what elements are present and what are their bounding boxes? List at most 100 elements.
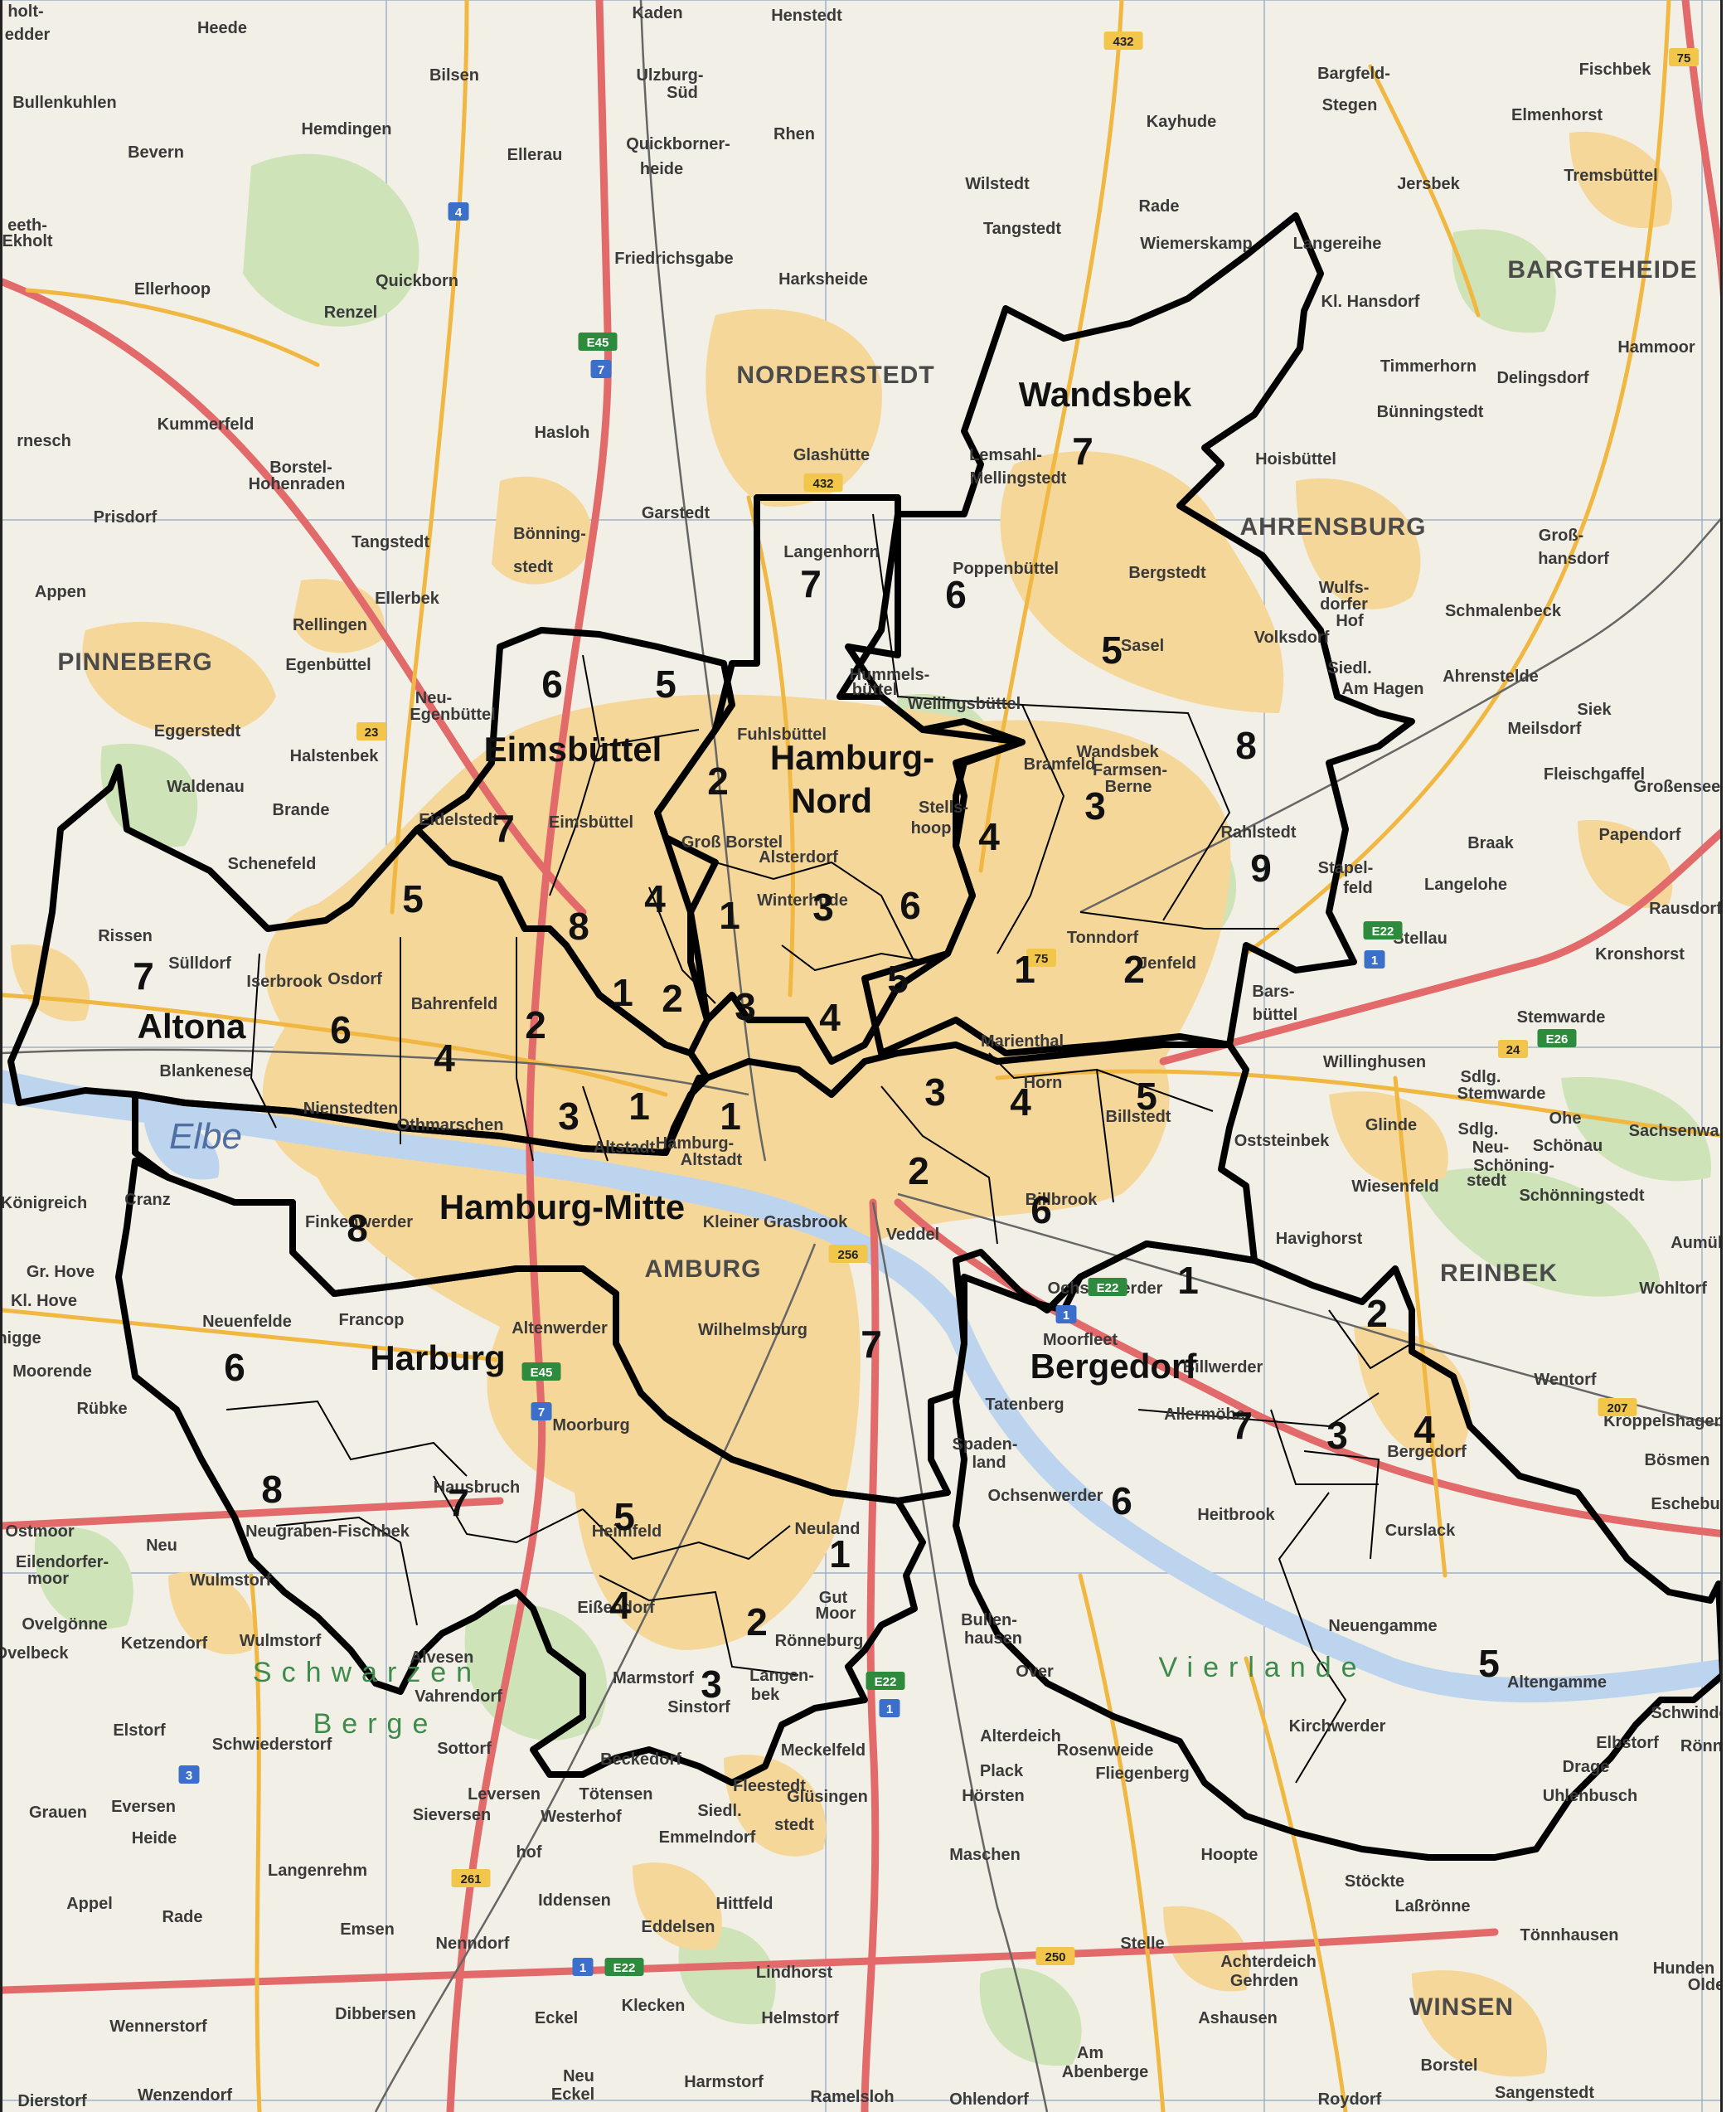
- subdistrict-number-7[interactable]: 7: [800, 562, 822, 605]
- place-label-abenberge: Abenberge: [1062, 2063, 1148, 2081]
- district-label-bergedorf[interactable]: Bergedorf: [1030, 1347, 1198, 1386]
- subdistrict-number-8[interactable]: 8: [261, 1468, 283, 1511]
- place-label-klecken: Klecken: [622, 1997, 686, 2015]
- place-label-neu: Neu: [563, 2067, 594, 2085]
- place-label-ellerhoop: Ellerhoop: [134, 280, 211, 299]
- subdistrict-number-1[interactable]: 1: [1014, 948, 1035, 991]
- place-label-bonning: Bönning-: [513, 525, 586, 543]
- subdistrict-number-3[interactable]: 3: [1084, 784, 1106, 828]
- place-label-hoop: hoop: [911, 819, 952, 838]
- subdistrict-number-6[interactable]: 6: [945, 573, 967, 616]
- road-number-label: 207: [1607, 1401, 1627, 1415]
- road-number-label: 23: [365, 726, 379, 740]
- place-label-marmstorf: Marmstorf: [613, 1669, 694, 1687]
- border-harburg: [115, 1158, 926, 1786]
- subdistrict-number-7[interactable]: 7: [1231, 1404, 1253, 1447]
- place-label-rosenweide: Rosenweide: [1057, 1741, 1154, 1760]
- district-label-altona[interactable]: Altona: [138, 1007, 246, 1046]
- subdistrict-number-6[interactable]: 6: [330, 1008, 352, 1051]
- subdistrict-number-3[interactable]: 3: [812, 886, 834, 929]
- district-label-hamburg[interactable]: Hamburg-: [770, 738, 934, 777]
- place-label-stedt: stedt: [1467, 1172, 1506, 1190]
- subdistrict-number-9[interactable]: 9: [1250, 847, 1272, 890]
- subdistrict-number-3[interactable]: 3: [558, 1095, 579, 1138]
- district-label-eimsbuttel[interactable]: Eimsbüttel: [484, 730, 662, 769]
- subdistrict-number-8[interactable]: 8: [1235, 724, 1257, 767]
- place-label-kayhude: Kayhude: [1147, 113, 1216, 131]
- place-label-stedt: stedt: [513, 558, 553, 576]
- road-shield-icon: [1498, 1040, 1528, 1058]
- place-label-moor: Moor: [816, 1605, 856, 1623]
- district-label-wandsbek[interactable]: Wandsbek: [1019, 375, 1192, 414]
- place-label-fleestedt: Fleestedt: [733, 1777, 806, 1795]
- subdistrict-number-6[interactable]: 6: [224, 1346, 245, 1389]
- edge-label-rnesch: rnesch: [17, 432, 71, 450]
- subdistrict-number-4[interactable]: 4: [644, 877, 666, 920]
- district-label-hamburg-mitte[interactable]: Hamburg-Mitte: [439, 1187, 685, 1226]
- place-label-jersbek: Jersbek: [1397, 175, 1460, 193]
- place-label-ronneburg: Rönneburg: [775, 1632, 864, 1650]
- subdistrict-number-8[interactable]: 8: [347, 1207, 368, 1250]
- subdistrict-number-4[interactable]: 4: [1010, 1080, 1031, 1124]
- subdistrict-number-2[interactable]: 2: [1123, 948, 1145, 991]
- place-label-hausen: hausen: [964, 1629, 1022, 1648]
- subdistrict-number-4[interactable]: 4: [978, 815, 1000, 858]
- subdistrict-number-4[interactable]: 4: [1414, 1408, 1435, 1451]
- subdistrict-number-2[interactable]: 2: [525, 1003, 546, 1046]
- subdistrict-number-2[interactable]: 2: [662, 977, 683, 1020]
- place-label-papendorf: Papendorf: [1599, 826, 1681, 844]
- subdistrict-number-4[interactable]: 4: [434, 1037, 455, 1080]
- subdistrict-number-1[interactable]: 1: [719, 894, 740, 937]
- subdistrict-number-3[interactable]: 3: [735, 985, 756, 1028]
- subdistrict-number-2[interactable]: 2: [746, 1600, 768, 1643]
- subdistrict-number-3[interactable]: 3: [924, 1071, 946, 1114]
- subdistrict-number-5[interactable]: 5: [887, 958, 909, 1001]
- subdistrict-number-2[interactable]: 2: [1366, 1292, 1388, 1335]
- road-number-labels: 432754E45743223E22124E26E221207E457E2212…: [178, 32, 1699, 1976]
- subdistrict-number-5[interactable]: 5: [402, 877, 424, 920]
- subdistrict-number-1[interactable]: 1: [628, 1085, 650, 1128]
- subdistrict-number-5[interactable]: 5: [1478, 1642, 1500, 1685]
- subdistrict-number-1[interactable]: 1: [612, 971, 633, 1014]
- place-label-francop: Francop: [339, 1311, 405, 1329]
- subdistrict-number-4[interactable]: 4: [609, 1584, 631, 1627]
- place-label-nenndorf: Nenndorf: [436, 1935, 510, 1953]
- district-label-nord[interactable]: Nord: [791, 781, 872, 820]
- subdistrict-number-3[interactable]: 3: [701, 1663, 722, 1706]
- subdistrict-number-2[interactable]: 2: [908, 1149, 929, 1192]
- subdistrict-number-6[interactable]: 6: [541, 663, 563, 706]
- subdistrict-number-1[interactable]: 1: [720, 1095, 741, 1138]
- place-label-wandsbek: Wandsbek: [1076, 743, 1159, 761]
- subdistrict-number-6[interactable]: 6: [1030, 1188, 1052, 1231]
- subdistrict-number-5[interactable]: 5: [1136, 1075, 1157, 1118]
- subdistrict-number-2[interactable]: 2: [707, 760, 729, 803]
- subdistrict-number-6[interactable]: 6: [900, 884, 921, 927]
- subdistrict-number-5[interactable]: 5: [655, 663, 676, 706]
- subdistrict-number-3[interactable]: 3: [1326, 1414, 1348, 1457]
- subdistrict-number-7[interactable]: 7: [1072, 430, 1093, 473]
- subdistrict-number-7[interactable]: 7: [493, 807, 515, 850]
- subdistrict-number-7[interactable]: 7: [861, 1323, 882, 1366]
- subdistrict-number-5[interactable]: 5: [1101, 629, 1123, 672]
- place-label-bargfeld: Bargfeld-: [1317, 65, 1390, 83]
- road-shield-icon: [879, 1699, 900, 1717]
- place-label-alsterdorf: Alsterdorf: [759, 848, 838, 867]
- subdistrict-number-5[interactable]: 5: [613, 1495, 635, 1538]
- place-label-hummels: Hummels-: [850, 666, 930, 684]
- subdistrict-number-1[interactable]: 1: [829, 1532, 851, 1576]
- district-label-harburg[interactable]: Harburg: [370, 1338, 505, 1377]
- subdistrict-number-6[interactable]: 6: [1111, 1479, 1132, 1522]
- subdistrict-number-7[interactable]: 7: [133, 954, 154, 998]
- place-label-eilendorfer: Eilendorfer-: [16, 1553, 109, 1571]
- subdistrict-number-4[interactable]: 4: [819, 996, 841, 1039]
- place-label-hittfeld: Hittfeld: [716, 1895, 773, 1913]
- subdistrict-number-8[interactable]: 8: [568, 905, 589, 948]
- place-label-rausdorf: Rausdorf: [1649, 900, 1722, 918]
- subdistrict-number-1[interactable]: 1: [1177, 1259, 1199, 1302]
- place-label-wulmstorf: Wulmstorf: [190, 1571, 272, 1590]
- place-label-kl-hansdorf: Kl. Hansdorf: [1321, 293, 1420, 311]
- subdistrict-number-7[interactable]: 7: [448, 1481, 469, 1524]
- place-label-schoning: Schöning-: [1473, 1157, 1554, 1175]
